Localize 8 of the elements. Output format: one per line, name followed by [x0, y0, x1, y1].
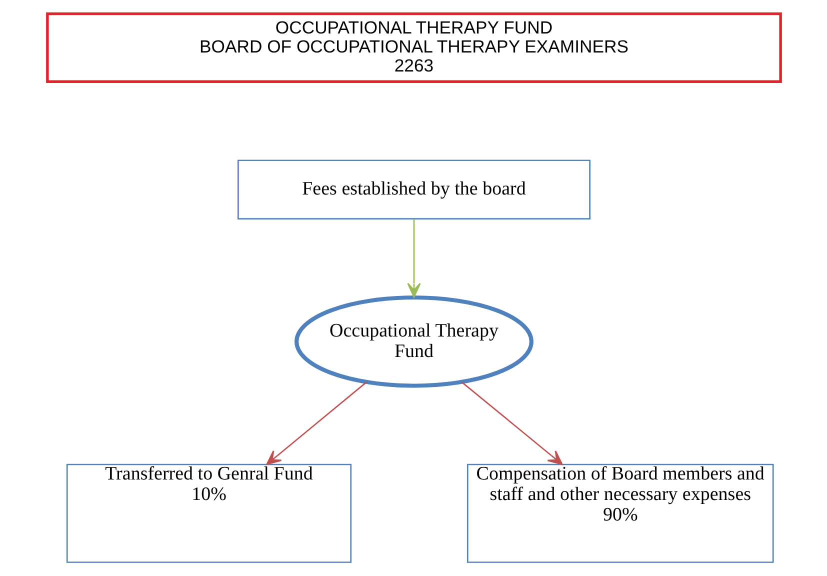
arrow	[266, 382, 366, 465]
node-box: Transferred to Genral Fund 10%	[66, 464, 352, 563]
node-ellipse: Occupational Therapy Fund	[294, 295, 533, 388]
node-box: OCCUPATIONAL THERAPY FUND BOARD OF OCCUPATIONAL THERAPY EXAMINERS 2263	[46, 12, 782, 83]
arrow	[406, 219, 420, 298]
arrow	[460, 382, 562, 465]
node-box: Compensation of Board members and staff and other necessary expenses 90%	[466, 464, 774, 563]
node-box: Fees established by the board	[237, 160, 590, 220]
